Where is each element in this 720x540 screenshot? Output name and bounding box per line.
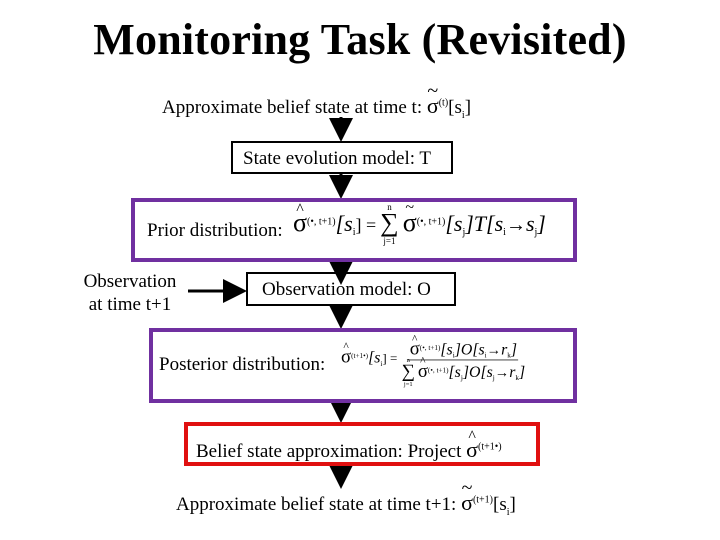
- posterior-numerator: ^σ(•, t+1)[si]O[si→rk]: [408, 332, 519, 361]
- belief-approx-text: Belief state approximation: Project ^σ(t…: [196, 428, 502, 463]
- approx-belief-t: Approximate belief state at time t: ~σ(t…: [162, 80, 472, 121]
- summation-symbol: n∑j=1: [380, 202, 399, 246]
- state-evolution-box: State evolution model: T: [231, 141, 453, 174]
- observation-label: Observation at time t+1: [83, 271, 177, 315]
- sigma-tilde-symbol: ~σ: [426, 80, 439, 118]
- sigma-hat-symbol: ^σ: [466, 428, 479, 463]
- posterior-fraction: ^σ(•, t+1)[si]O[si→rk] n∑j=1 ^σ(•, t+1)[…: [400, 332, 526, 388]
- sigma-hat-symbol: ^σ: [293, 201, 308, 238]
- prior-distribution-box: Prior distribution: ^σ(•, t+1)[si] = n∑j…: [131, 198, 577, 262]
- prior-label: Prior distribution:: [147, 220, 283, 241]
- sigma-tilde-symbol: ~σ: [402, 199, 417, 238]
- posterior-label: Posterior distribution:: [159, 354, 326, 375]
- sigma-tilde-symbol: ~σ: [461, 477, 473, 515]
- posterior-distribution-box: Posterior distribution: ^σ(t+1•)[si] = ^…: [149, 328, 577, 403]
- approx-belief-t1: Approximate belief state at time t+1: ~σ…: [176, 477, 516, 518]
- posterior-formula: ^σ(t+1•)[si] = ^σ(•, t+1)[si]O[si→rk] n∑…: [341, 332, 526, 388]
- state-evolution-label: State evolution model: T: [243, 148, 432, 169]
- observation-model-label: Observation model: O: [262, 279, 431, 300]
- posterior-denominator: n∑j=1 ^σ(•, t+1)[sj]O[sj→rk]: [401, 355, 526, 388]
- belief-approx-box: Belief state approximation: Project ^σ(t…: [184, 422, 540, 466]
- slide-title: Monitoring Task (Revisited): [93, 15, 627, 64]
- sigma-hat-symbol: ^σ: [341, 341, 352, 368]
- observation-model-box: Observation model: O: [246, 272, 456, 306]
- prior-formula: ^σ(•, t+1)[si] = n∑j=1 ~σ(•, t+1)[sj]T[s…: [293, 199, 546, 247]
